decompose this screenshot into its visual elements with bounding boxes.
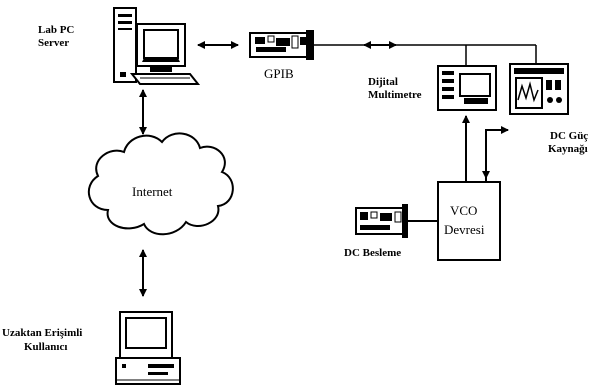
supply-vco-links [482, 126, 509, 182]
gpib-label: GPIB [264, 66, 294, 81]
dc-power-supply-icon [509, 63, 569, 115]
dmm-label-line2: Multimetre [368, 89, 422, 101]
remote-user-computer-icon [115, 311, 181, 385]
vco-circuit-box [437, 181, 501, 261]
remote-user-label-line1: Uzaktan Erişimli [2, 327, 82, 339]
internet-cloud [87, 132, 234, 236]
vco-label-line2: Devresi [444, 222, 485, 237]
lab-pc-label-line1: Lab PC [38, 24, 74, 36]
dc-supply-label-line1: DC Güç [550, 130, 588, 142]
dc-supply-label-line2: Kaynağı [548, 143, 588, 155]
vco-label-line1: VCO [450, 203, 477, 218]
remote-user-label-line2: Kullanıcı [24, 341, 67, 353]
lab-pc-label-line2: Server [38, 37, 69, 49]
gpib-card-icon [249, 30, 314, 60]
dc-bias-label: DC Besleme [344, 247, 401, 259]
internet-label: Internet [132, 184, 173, 199]
dmm-label-line1: Dijital [368, 76, 398, 88]
gpib-bus [314, 41, 537, 66]
dc-bias-board-icon [355, 204, 408, 238]
digital-multimeter-icon [437, 65, 497, 111]
lab-pc-server-icon [113, 7, 201, 85]
